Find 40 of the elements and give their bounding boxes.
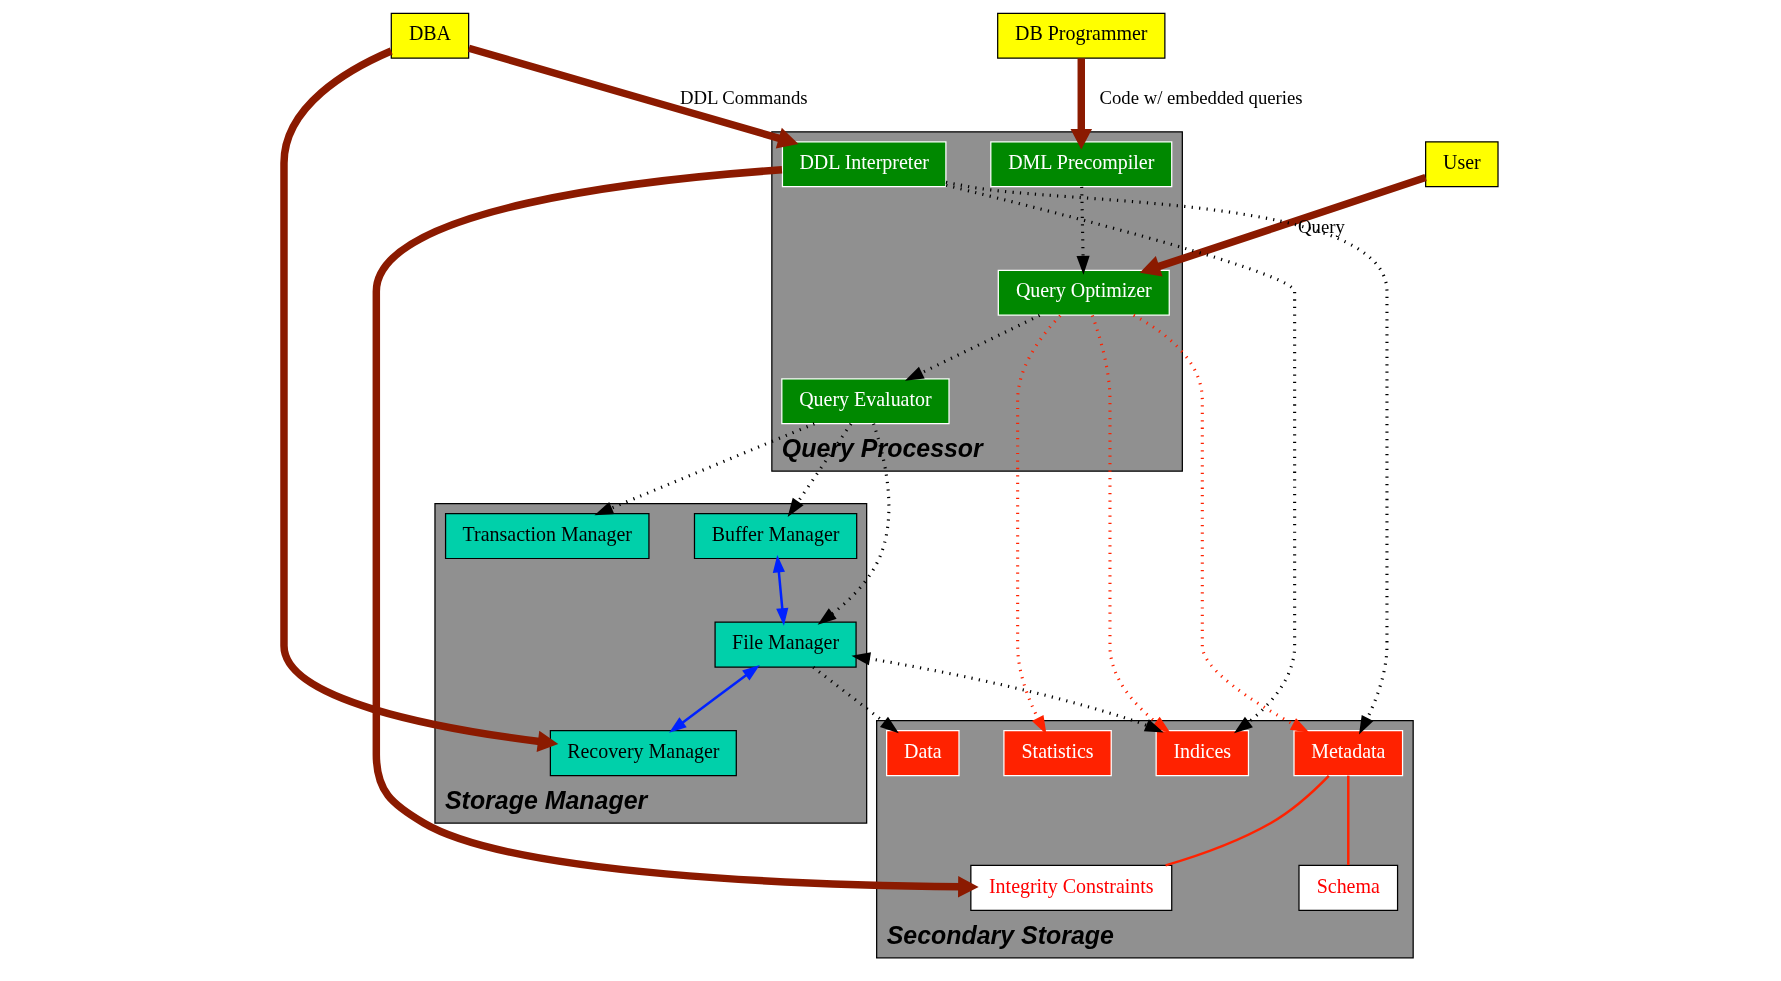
- node-box: Integrity Constraints: [969, 864, 1172, 911]
- arrow: [817, 423, 890, 625]
- arrow: [904, 314, 1040, 381]
- edge-label: DDL Commands: [679, 87, 808, 109]
- arrow: [772, 555, 788, 626]
- arrow: [945, 180, 1388, 735]
- node-box: Statistics: [1002, 730, 1112, 777]
- arrow: [1076, 186, 1090, 275]
- arrow: [372, 166, 979, 898]
- node-box: Indices: [1155, 730, 1249, 777]
- node-box: Metadata: [1292, 730, 1403, 777]
- node-box: DML Precompiler: [989, 141, 1172, 188]
- connector: [1346, 775, 1350, 865]
- arrow: [467, 44, 798, 149]
- node-box: DB Programmer: [996, 12, 1165, 59]
- arrow: [850, 652, 1164, 733]
- arrow: [1070, 58, 1092, 150]
- arrow: [787, 422, 852, 518]
- node-box: Query Evaluator: [780, 378, 950, 425]
- node-box: DBA: [390, 12, 469, 59]
- arrow: [811, 666, 899, 734]
- node-box: File Manager: [713, 621, 857, 668]
- arrow: [1139, 174, 1427, 277]
- node-box: Transaction Manager: [444, 512, 650, 560]
- arrow: [945, 183, 1296, 734]
- edge-label: Code w/ embedded queries: [1099, 87, 1303, 109]
- node-box: Query Optimizer: [997, 269, 1170, 316]
- node-box: DDL Interpreter: [781, 141, 947, 188]
- arrow: [1132, 313, 1309, 733]
- arrow: [593, 422, 815, 516]
- arrow: [1015, 314, 1061, 735]
- node-box: Buffer Manager: [693, 512, 857, 560]
- arrow: [668, 665, 760, 733]
- arrow: [1090, 315, 1171, 734]
- node-box: Schema: [1297, 864, 1398, 911]
- node-box: User: [1424, 141, 1499, 188]
- connector: [1164, 775, 1330, 867]
- node-box: Data: [885, 730, 960, 777]
- arrow: [279, 47, 558, 753]
- node-box: Recovery Manager: [549, 730, 737, 777]
